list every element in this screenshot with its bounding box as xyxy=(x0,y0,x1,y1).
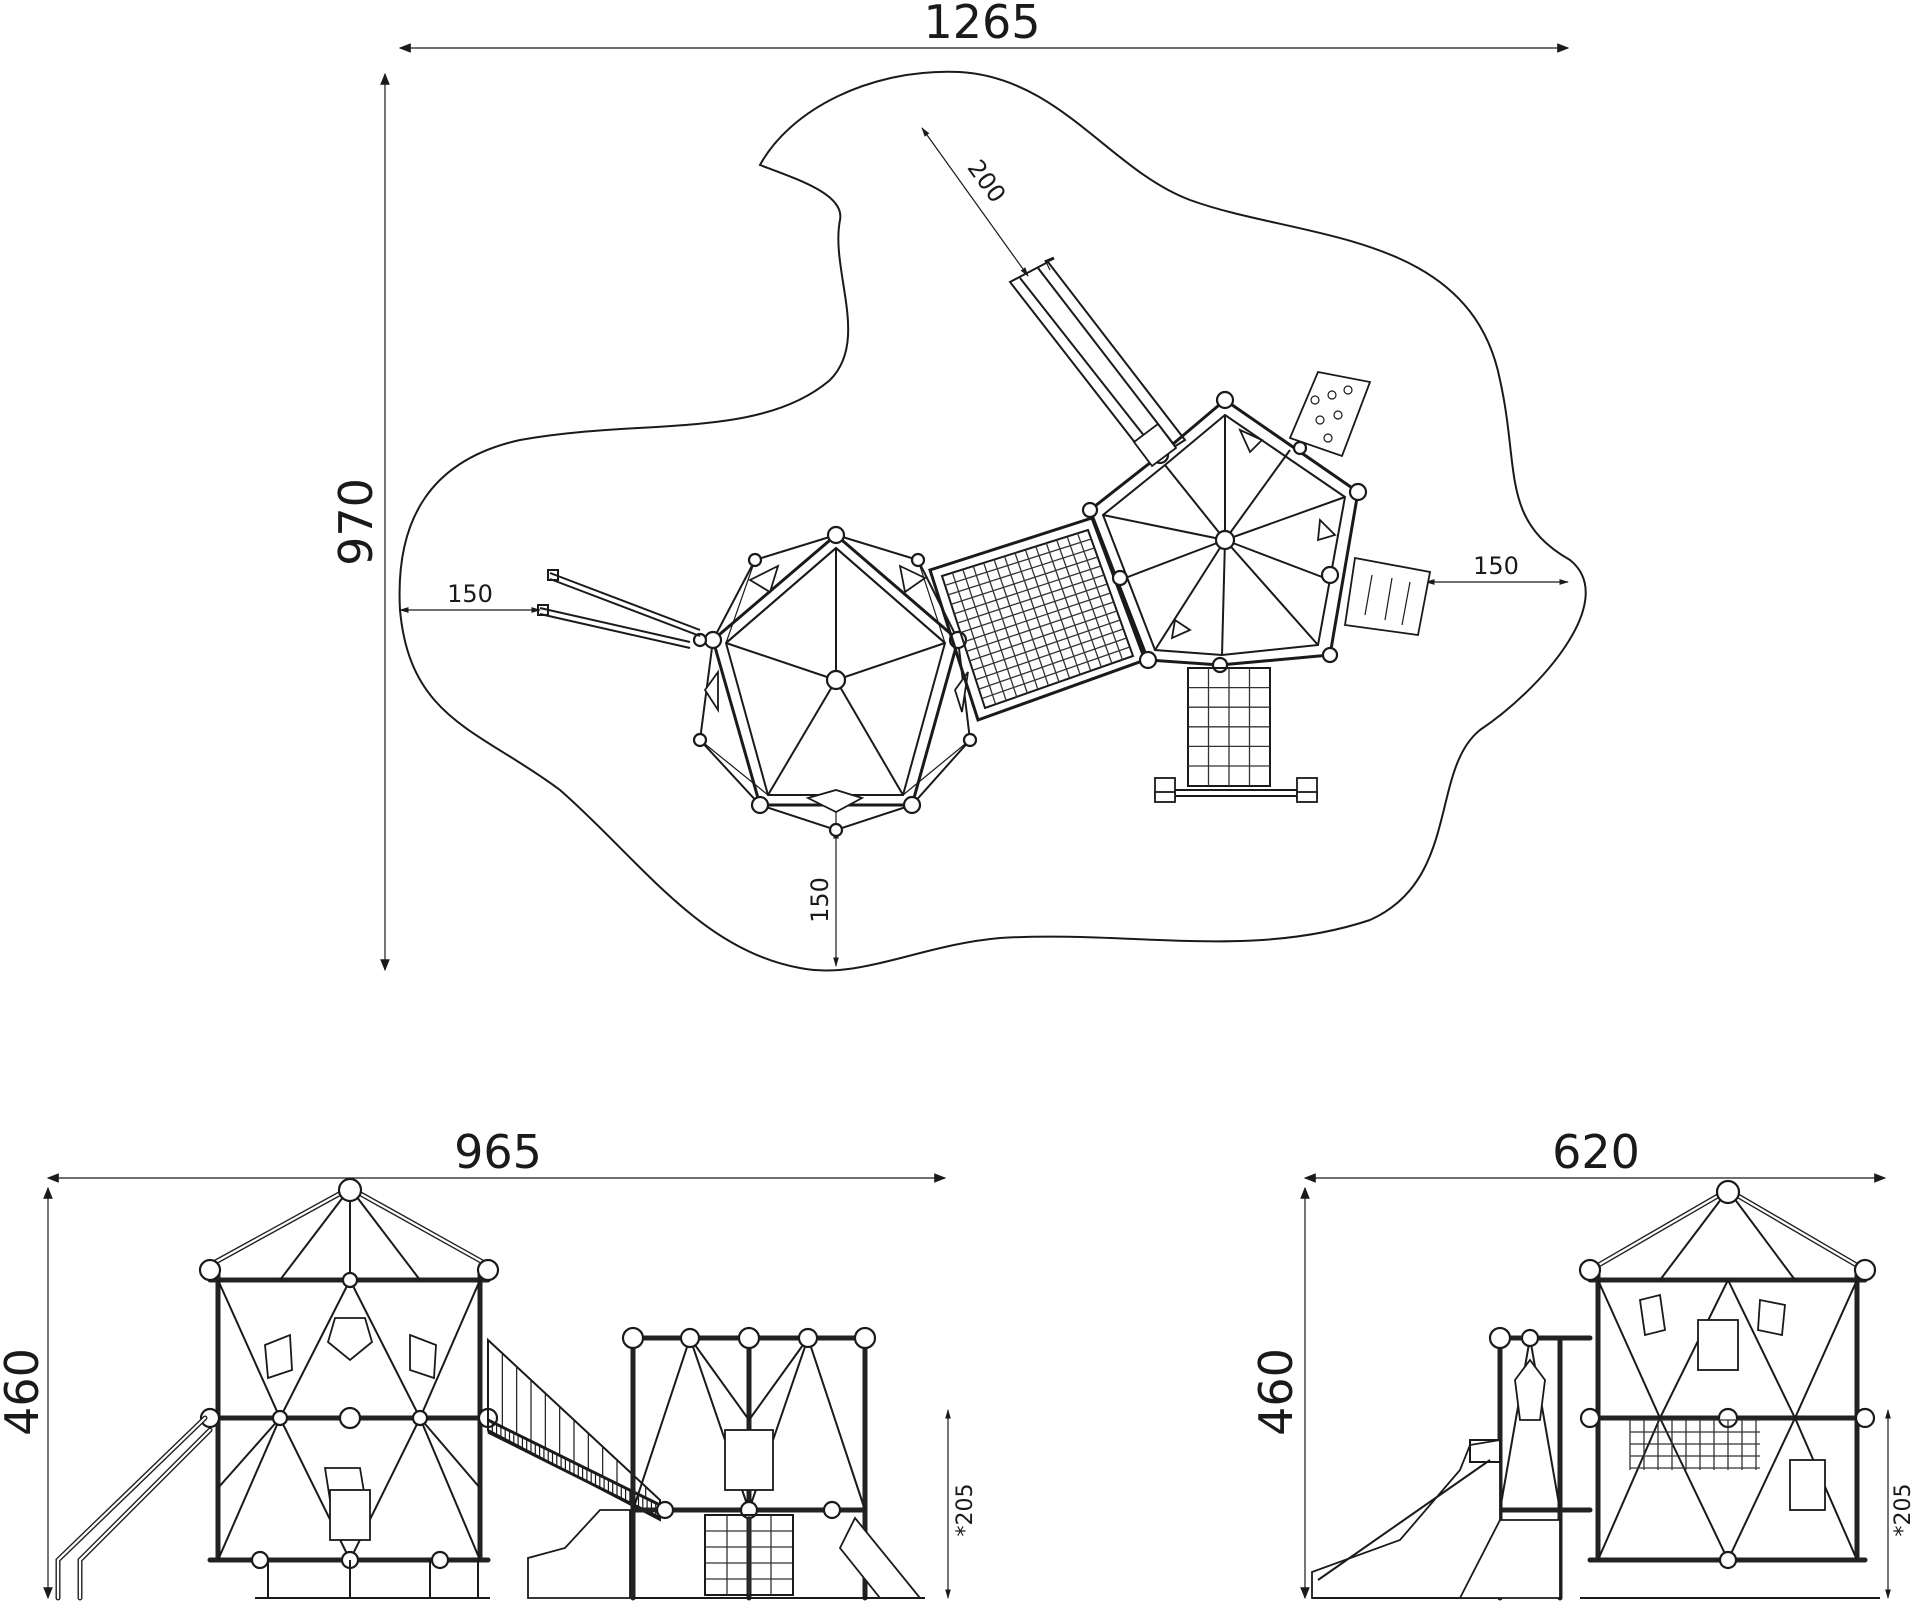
climbing-ramp-plan xyxy=(1343,556,1432,637)
slide-clearance-dimension: 200 xyxy=(921,127,1029,277)
plan-height-label: 970 xyxy=(329,478,383,566)
front-height-label: 460 xyxy=(1249,1348,1303,1436)
plan-width-label: 1265 xyxy=(923,0,1040,49)
side-width-dimension: 965 xyxy=(46,1125,947,1183)
right-tower-elevation xyxy=(527,1326,925,1601)
front-platform-dimension: *205 xyxy=(1885,1409,1916,1599)
front-width-dimension: 620 xyxy=(1303,1125,1887,1183)
bottom-clearance-dimension: 150 xyxy=(806,829,839,967)
bottom-clearance-label: 150 xyxy=(806,877,834,923)
slide-clearance-label: 200 xyxy=(962,155,1012,209)
left-clearance-dimension: 150 xyxy=(399,580,541,613)
right-clearance-label: 150 xyxy=(1473,552,1519,580)
side-elevation: 965 460 *205 xyxy=(0,1125,978,1601)
side-left-bars xyxy=(55,1415,213,1601)
side-height-label: 460 xyxy=(0,1348,49,1436)
right-tower-plan xyxy=(1081,390,1368,674)
plan-width-dimension: 1265 xyxy=(398,0,1570,53)
right-clearance-dimension: 150 xyxy=(1425,552,1569,585)
left-clearance-label: 150 xyxy=(447,580,493,608)
safety-zone-outline xyxy=(398,70,1587,972)
plan-height-dimension: 970 xyxy=(329,72,390,972)
side-width-label: 965 xyxy=(454,1125,542,1179)
front-platform-label: *205 xyxy=(1891,1484,1916,1537)
side-height-dimension: 460 xyxy=(0,1186,53,1600)
front-width-label: 620 xyxy=(1552,1125,1640,1179)
climbing-wall-plan xyxy=(1288,370,1372,458)
front-dome-elevation xyxy=(1578,1179,1880,1599)
left-climbing-dome-plan xyxy=(692,525,978,838)
front-ramp-elevation xyxy=(1458,1519,1561,1599)
left-bars-plan xyxy=(537,569,701,649)
side-platform-dimension: *205 xyxy=(945,1409,978,1599)
front-elevation: 620 460 *205 xyxy=(1249,1125,1916,1601)
side-platform-label: *205 xyxy=(953,1484,978,1537)
plan-view: 1265 970 200 150 150 150 xyxy=(329,0,1587,972)
left-dome-elevation xyxy=(198,1177,500,1599)
front-height-dimension: 460 xyxy=(1249,1186,1310,1600)
rope-ladder-plan xyxy=(1154,667,1318,803)
slide-plan xyxy=(1008,256,1187,468)
